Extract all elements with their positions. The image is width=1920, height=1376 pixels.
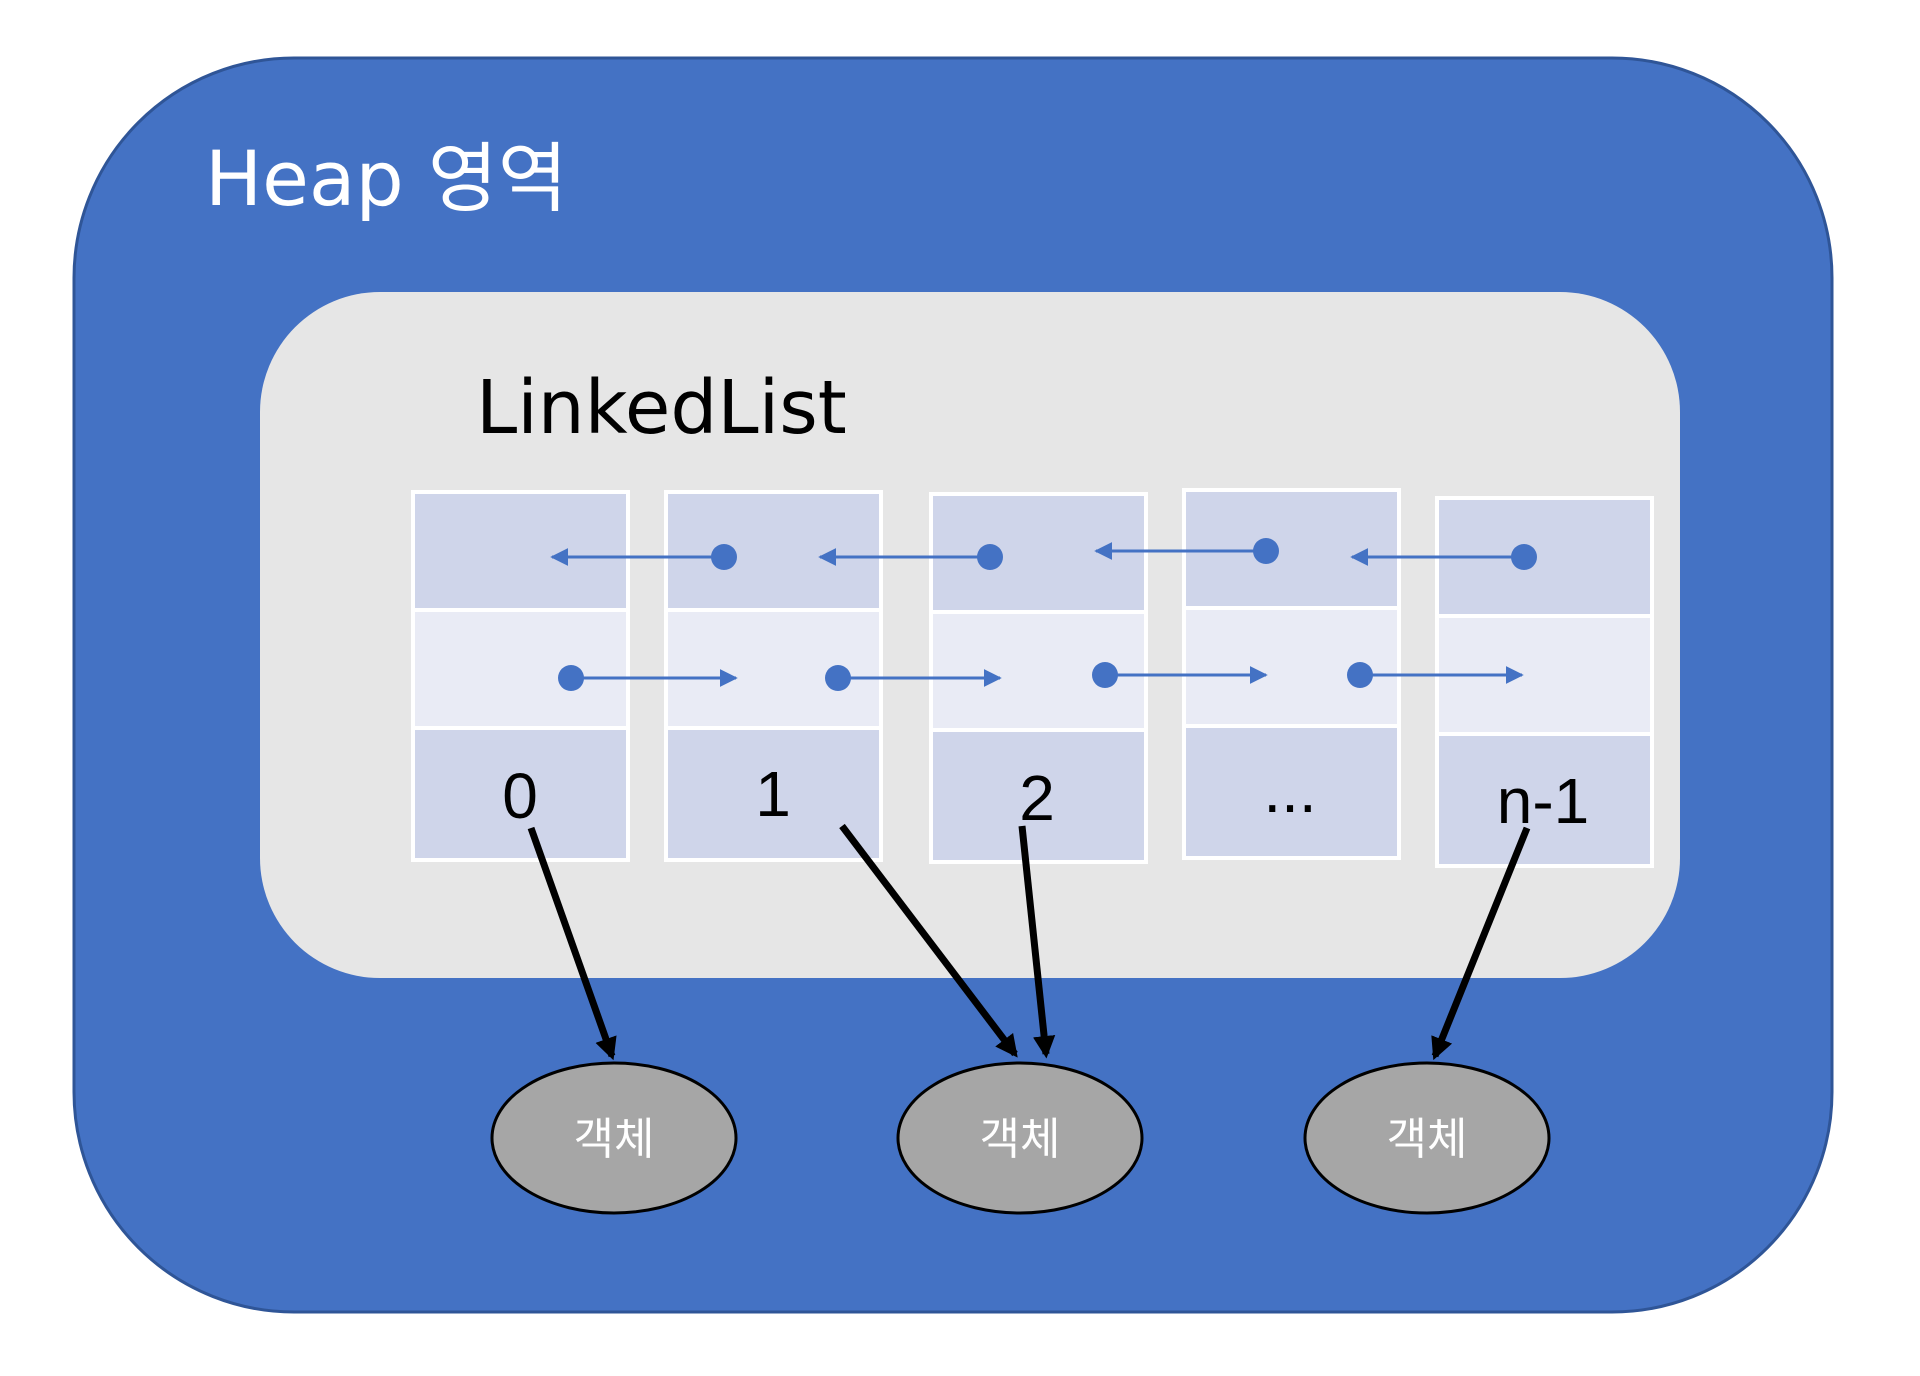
reference-arrow-1 bbox=[839, 823, 1018, 1058]
heap-title: Heap 영역 bbox=[205, 134, 568, 223]
node-last-index-label: n-1 bbox=[1497, 765, 1590, 837]
prev-pointer-2 bbox=[818, 544, 1003, 570]
node-2-value-cell bbox=[929, 728, 1148, 864]
node-1: 1 bbox=[664, 490, 883, 862]
node-1-value-cell bbox=[664, 726, 883, 862]
node-ellipsis-label: ... bbox=[1263, 754, 1316, 826]
node-0-next-cell bbox=[411, 608, 630, 730]
object-1-label: 객체 bbox=[980, 1114, 1061, 1165]
node-last-value-cell bbox=[1435, 732, 1654, 868]
node-ellipsis-prev-cell bbox=[1182, 488, 1401, 610]
prev-pointer-3 bbox=[1094, 538, 1279, 564]
node-last: n-1 bbox=[1435, 496, 1654, 868]
node-0-prev-cell bbox=[411, 490, 630, 612]
node-ellipsis-value-cell bbox=[1182, 724, 1401, 860]
object-0-label: 객체 bbox=[574, 1114, 655, 1165]
node-1-index-label: 1 bbox=[755, 758, 791, 830]
reference-arrow-0 bbox=[527, 826, 617, 1061]
next-pointer-0 bbox=[558, 665, 738, 691]
node-0: 0 bbox=[411, 490, 630, 862]
next-pointer-3 bbox=[1347, 662, 1524, 688]
prev-pointers bbox=[550, 538, 1537, 570]
node-1-prev-cell bbox=[664, 490, 883, 612]
object-2-label: 객체 bbox=[1387, 1114, 1468, 1165]
linkedlist-title: LinkedList bbox=[476, 365, 847, 451]
reference-arrow-2 bbox=[1018, 825, 1056, 1059]
node-2-index-label: 2 bbox=[1019, 762, 1055, 834]
next-pointer-2 bbox=[1092, 662, 1268, 688]
object-2: 객체 bbox=[1303, 1061, 1551, 1215]
node-2-prev-cell bbox=[929, 492, 1148, 614]
object-1: 객체 bbox=[896, 1061, 1144, 1215]
node-0-value-cell bbox=[411, 726, 630, 862]
object-0: 객체 bbox=[490, 1061, 738, 1215]
prev-pointer-4 bbox=[1350, 544, 1537, 570]
node-1-next-cell bbox=[664, 608, 883, 730]
next-pointers bbox=[558, 662, 1524, 691]
next-pointer-1 bbox=[825, 665, 1002, 691]
node-2: 2 bbox=[929, 492, 1148, 864]
reference-arrow-last bbox=[1431, 826, 1531, 1061]
node-0-index-label: 0 bbox=[502, 760, 538, 832]
reference-arrows bbox=[527, 823, 1531, 1061]
prev-pointer-1 bbox=[550, 544, 737, 570]
